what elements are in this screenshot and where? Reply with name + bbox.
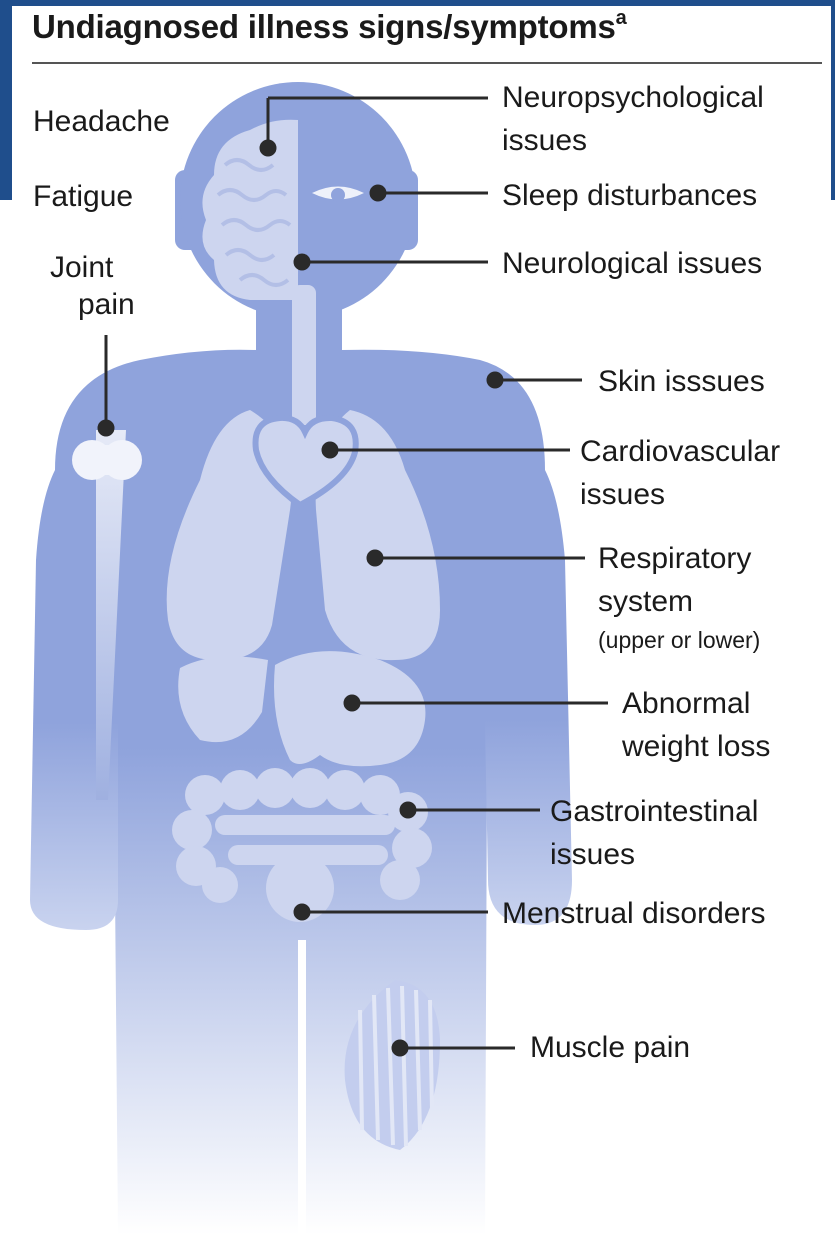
label-fatigue: Fatigue <box>33 175 133 218</box>
label-gi-line2: issues <box>550 833 758 876</box>
label-joint-pain: Joint pain <box>50 246 135 326</box>
label-cardio-line2: issues <box>580 473 780 516</box>
label-weight-line2: weight loss <box>622 725 770 768</box>
label-headache: Headache <box>33 100 170 143</box>
label-neurological: Neurological issues <box>502 242 762 285</box>
label-cardiovascular: Cardiovascular issues <box>580 430 780 516</box>
label-menstrual: Menstrual disorders <box>502 892 765 935</box>
label-neuropsych-line1: Neuropsychological <box>502 76 764 119</box>
label-gi-line1: Gastrointestinal <box>550 790 758 833</box>
label-resp-line1: Respiratory <box>598 537 760 580</box>
label-weight-loss: Abnormal weight loss <box>622 682 770 768</box>
label-neuropsych-line2: issues <box>502 119 764 162</box>
label-skin: Skin isssues <box>598 360 765 403</box>
label-muscle-pain: Muscle pain <box>530 1026 690 1069</box>
label-weight-line1: Abnormal <box>622 682 770 725</box>
label-resp-line3: (upper or lower) <box>598 623 760 657</box>
label-sleep-disturbances: Sleep disturbances <box>502 174 757 217</box>
label-joint-pain-line2: pain <box>78 283 135 326</box>
label-resp-line2: system <box>598 580 760 623</box>
label-neuropsychological: Neuropsychological issues <box>502 76 764 162</box>
spinal-cord <box>292 285 316 425</box>
label-cardio-line1: Cardiovascular <box>580 430 780 473</box>
label-gastrointestinal: Gastrointestinal issues <box>550 790 758 876</box>
label-respiratory: Respiratory system (upper or lower) <box>598 537 760 657</box>
leg-gap <box>298 940 306 1235</box>
